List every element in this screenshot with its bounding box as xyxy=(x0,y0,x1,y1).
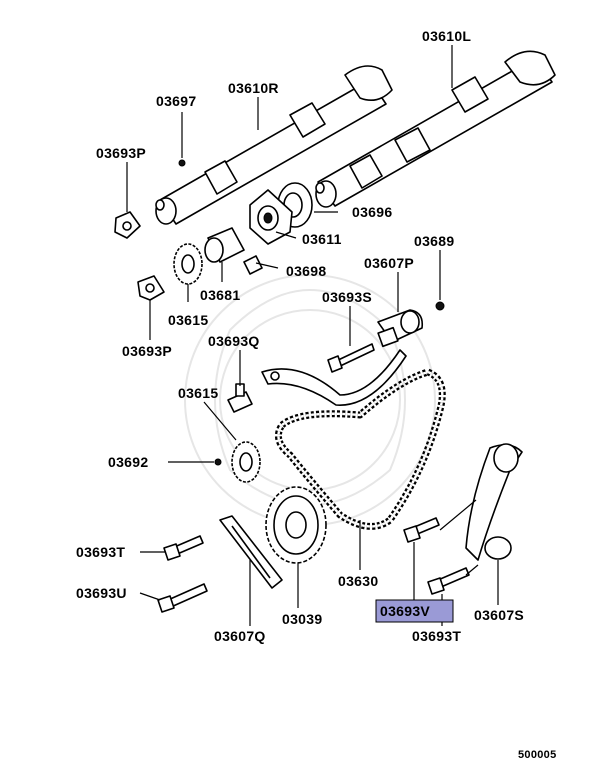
pin-03697[interactable] xyxy=(178,159,186,167)
label-03697[interactable]: 03697 xyxy=(156,93,196,109)
highlight-box-03693V xyxy=(375,599,454,623)
label-03693S[interactable]: 03693S xyxy=(322,289,372,305)
label-03615-mid[interactable]: 03615 xyxy=(178,385,218,401)
bolt-03698[interactable] xyxy=(243,255,279,275)
label-03692[interactable]: 03692 xyxy=(108,454,148,470)
label-03630[interactable]: 03630 xyxy=(338,573,378,589)
chain-guide-03607Q[interactable] xyxy=(219,515,283,589)
label-03693T-right[interactable]: 03693T xyxy=(412,628,461,644)
nut-03689[interactable] xyxy=(435,301,445,311)
bolt-03693P-mid[interactable] xyxy=(137,275,165,301)
camshaft-right[interactable] xyxy=(155,65,393,225)
bolt-03693T-right[interactable] xyxy=(427,567,470,595)
label-03693V[interactable]: 03693V xyxy=(380,603,430,619)
label-03693U[interactable]: 03693U xyxy=(76,585,127,601)
label-03607P[interactable]: 03607P xyxy=(364,255,414,271)
label-03607S[interactable]: 03607S xyxy=(474,607,524,623)
bolt-03693P-top[interactable] xyxy=(114,211,141,239)
key-03692[interactable] xyxy=(214,458,222,466)
tensioner-03607P[interactable] xyxy=(377,309,424,348)
chain-guide-upper[interactable] xyxy=(261,349,407,406)
bolt-03693Q[interactable] xyxy=(227,383,253,413)
part-labels: 03610L 03610R 03697 03693P 03696 03611 0… xyxy=(76,28,524,644)
bolt-03693S[interactable] xyxy=(327,343,375,373)
camshaft-left[interactable] xyxy=(315,50,556,208)
timing-chain-03630[interactable] xyxy=(274,368,446,530)
label-03681[interactable]: 03681 xyxy=(200,287,240,303)
label-03696[interactable]: 03696 xyxy=(352,204,392,220)
spacer-03681[interactable] xyxy=(204,227,245,263)
label-03039[interactable]: 03039 xyxy=(282,611,322,627)
label-03693P-top[interactable]: 03693P xyxy=(96,145,146,161)
label-03693T-left[interactable]: 03693T xyxy=(76,544,125,560)
label-03610R[interactable]: 03610R xyxy=(228,80,279,96)
bolt-03693U[interactable] xyxy=(157,583,208,613)
label-03607Q[interactable]: 03607Q xyxy=(214,628,266,644)
bolt-03693T-left[interactable] xyxy=(163,535,204,561)
sprocket-03615-mid[interactable] xyxy=(231,441,261,483)
label-03615-top[interactable]: 03615 xyxy=(168,312,208,328)
watermark-emblem xyxy=(184,274,436,526)
label-03693P-mid[interactable]: 03693P xyxy=(122,343,172,359)
label-03698[interactable]: 03698 xyxy=(286,263,326,279)
label-03610L[interactable]: 03610L xyxy=(422,28,471,44)
label-03689[interactable]: 03689 xyxy=(414,233,454,249)
bolt-03693V[interactable] xyxy=(403,517,440,543)
label-03693Q[interactable]: 03693Q xyxy=(208,333,260,349)
leader-lines xyxy=(126,45,499,626)
footer-code: 500005 xyxy=(518,749,557,761)
tensioner-lever-03607S[interactable] xyxy=(465,443,523,561)
label-03611[interactable]: 03611 xyxy=(302,231,342,247)
crank-sprocket-03039[interactable] xyxy=(265,486,327,564)
sprocket-03615-top[interactable] xyxy=(173,243,203,285)
sprocket-holder-03611[interactable] xyxy=(249,189,293,245)
